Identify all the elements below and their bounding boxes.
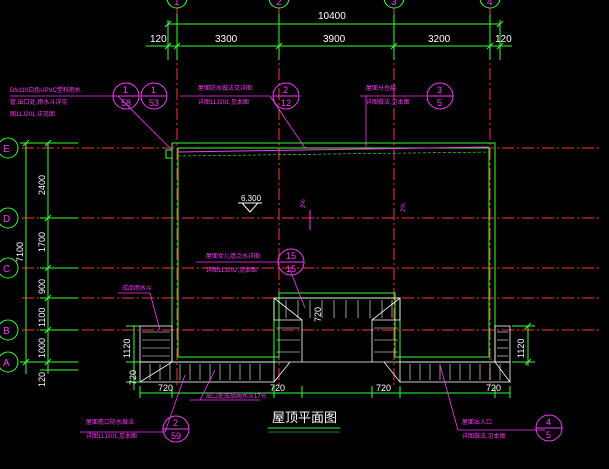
- elevation-value: 6.300: [241, 194, 262, 203]
- bubble-6-bottom: 59: [171, 431, 181, 441]
- dim-bottom-1: 720: [158, 383, 173, 393]
- bubble-7-bottom: 5: [546, 430, 551, 440]
- entrance-canopy-hatch: [273, 297, 401, 363]
- dim-overall-width: 10400: [318, 11, 346, 22]
- left-lower-dimension-lines: [126, 325, 140, 390]
- dim-right-1120: 1120: [516, 339, 526, 358]
- note-bottom-left-1: 屋面檐口防水做法: [86, 418, 134, 426]
- eave-hatch-bands: [139, 297, 511, 383]
- axis-label-B: B: [3, 326, 10, 337]
- dim-ext-right: 120: [495, 34, 512, 45]
- left-dimension-lines: [20, 139, 78, 374]
- dim-left-seg-2: 1700: [37, 232, 47, 252]
- axis-label-2: 2: [276, 0, 282, 8]
- axis-label-D: D: [3, 214, 10, 225]
- note-top-mid-1: 屋面防水做法见详图: [198, 84, 252, 92]
- note-top-mid-2: 详图11J201,见本图: [198, 98, 249, 106]
- dim-bottom-4: 720: [486, 383, 501, 393]
- elevation-symbol: [240, 202, 260, 213]
- dim-seg-3: 3200: [428, 34, 451, 45]
- note-pvc-pipe-3: 图11J201,详见图: [10, 110, 55, 118]
- bottom-dimension-lines: [139, 386, 511, 398]
- dim-left-lower-1120: 1120: [122, 339, 132, 358]
- dim-left-lower-720: 720: [128, 370, 138, 385]
- dim-center-720: 720: [313, 307, 323, 322]
- axis-label-3: 3: [391, 0, 397, 8]
- bubble-7-top: 4: [546, 417, 551, 427]
- bubble-1-bottom: 58: [121, 98, 131, 108]
- note-left-small: 成品雨水斗: [122, 284, 152, 292]
- dim-left-seg-4: 1100: [37, 308, 47, 327]
- note-bottom-mid: 出口处成品雨水斗17号: [206, 392, 267, 400]
- bubble-5-top: 15: [286, 251, 296, 261]
- slope-side-value: 2%: [401, 203, 407, 212]
- hip-lines: [139, 297, 511, 383]
- bubble-3-top: 2: [283, 85, 288, 95]
- slope-value: 2%: [301, 199, 307, 208]
- parapet-walls: [165, 142, 496, 363]
- axis-label-A: A: [3, 358, 10, 369]
- note-mid-callout-1: 屋面女儿墙泛水详图: [206, 252, 260, 260]
- grid-lines: [22, 8, 600, 385]
- bubble-2-bottom: 53: [149, 98, 159, 108]
- dim-left-seg-5: 1000: [37, 338, 47, 358]
- drawing-title: 屋顶平面图: [272, 411, 337, 426]
- note-bottom-right-1: 屋面出入口: [462, 418, 492, 426]
- bubble-5-bottom: 15: [286, 264, 296, 274]
- note-top-right-2: 详图做法,见本图: [366, 98, 410, 106]
- dim-ext-left: 120: [150, 34, 167, 45]
- slope-line: [177, 146, 490, 153]
- axis-label-C: C: [3, 264, 10, 275]
- bubble-4-top: 3: [437, 85, 442, 95]
- detail-bubbles: [112, 82, 563, 443]
- dim-seg-1: 3300: [215, 34, 238, 45]
- top-axis-bubbles: [166, 0, 501, 9]
- dim-seg-2: 3900: [323, 34, 346, 45]
- eave-band-left-side: [139, 325, 173, 363]
- bubble-2-top: 1: [151, 85, 156, 95]
- dim-bottom-2: 720: [270, 383, 285, 393]
- gutter-line: [177, 151, 490, 157]
- note-mid-callout-2: 详图11J202,见本图: [206, 266, 257, 274]
- eave-band-left: [139, 361, 275, 383]
- hatch-strokes: [142, 300, 508, 380]
- bubble-4-bottom: 5: [437, 98, 442, 108]
- top-dimension-lines: [146, 14, 512, 60]
- axis-label-1: 1: [174, 0, 180, 8]
- left-axis-bubbles: [0, 137, 19, 373]
- dim-bottom-3: 720: [376, 383, 391, 393]
- right-dimension-lines: [512, 322, 535, 366]
- bubble-6-top: 2: [173, 418, 178, 428]
- eave-band-right-side: [494, 325, 511, 363]
- dim-left-seg-6: 120: [37, 372, 47, 387]
- dim-left-seg-3: 900: [37, 279, 47, 294]
- note-pvc-pipe-1: DN110白色UPVC塑料雨水: [10, 86, 81, 94]
- note-bottom-right-2: 详图做法,见本图: [462, 432, 506, 440]
- note-pvc-pipe-2: 管,出口处,雨水斗详见: [10, 98, 67, 106]
- dim-left-seg-1: 2400: [37, 175, 47, 195]
- leader-lines: [10, 95, 545, 433]
- dim-overall-depth: 7100: [15, 242, 25, 262]
- note-bottom-left-2: 详图11J201,见本图: [86, 432, 137, 440]
- bubble-3-bottom: 12: [281, 98, 291, 108]
- note-top-right-1: 屋面分仓缝: [366, 84, 396, 92]
- bubble-1-top: 1: [123, 85, 128, 95]
- axis-label-E: E: [3, 144, 10, 155]
- eave-band-right: [399, 361, 511, 383]
- axis-label-4: 4: [487, 0, 493, 8]
